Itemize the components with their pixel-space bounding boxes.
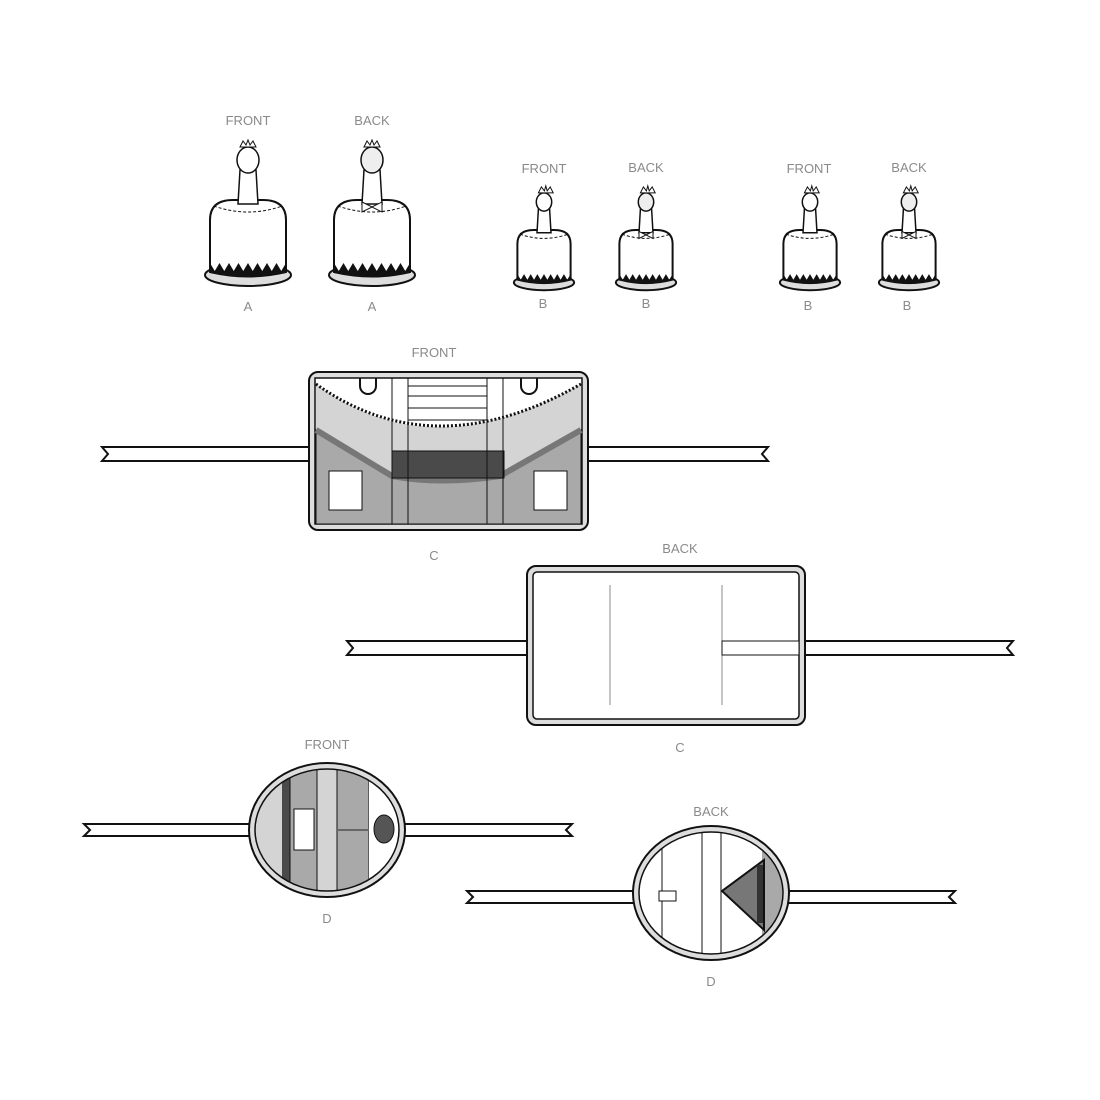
window-right [533,470,568,511]
strap [464,890,958,904]
rickrack-hem [882,274,936,284]
doll-torso [237,169,259,205]
doll-b1-front [512,184,576,292]
loops [359,378,538,395]
case-interior [639,832,783,954]
doll-torso [536,208,552,234]
doll-a-back [328,138,416,287]
label-b1-front: FRONT [522,161,567,176]
letter-c-back: C [675,740,684,755]
letter-b2-back: B [903,298,912,313]
doll-b1-back [614,184,678,292]
label-a-front: FRONT [226,113,271,128]
label-b2-back: BACK [891,160,927,175]
doll-bow [901,230,917,240]
doll-hair-back [900,192,918,212]
rickrack-trim [315,382,582,428]
label-a-back: BACK [354,113,390,128]
label-b1-back: BACK [628,160,664,175]
rickrack-hem [517,274,571,284]
doll-bow [638,230,654,240]
dark-pocket [391,450,505,479]
doll-head [801,192,819,212]
strap-tab [721,640,800,656]
doll-torso [361,169,383,205]
doll-drawings [204,138,941,292]
doll-hair-back [360,146,384,174]
doll-head [236,146,260,174]
doll-crown [239,138,257,148]
doll-a-front [204,138,292,287]
letter-c-front: C [429,548,438,563]
doll-torso [802,208,818,234]
doll-crown [537,184,555,194]
label-c-front: FRONT [412,345,457,360]
doll-crown [363,138,381,148]
button [373,814,395,844]
doll-crown [803,184,821,194]
letter-d-front: D [322,911,331,926]
letter-a-front: A [244,299,253,314]
view-d-back [464,825,958,961]
strap [81,823,575,837]
strap [99,446,771,462]
doll-b2-back [877,184,941,292]
letter-d-back: D [706,974,715,989]
doll-hair-back [637,192,655,212]
window [293,808,315,851]
doll-crown [639,184,657,194]
label-d-front: FRONT [305,737,350,752]
view-d-front [81,762,575,898]
rickrack-hem [210,263,286,277]
view-c-back [344,565,1016,726]
doll-bodice-ruffle [213,205,283,213]
window-left [328,470,363,511]
rickrack-hem [783,274,837,284]
doll-bodice-ruffle [337,205,407,213]
doll-crown [902,184,920,194]
doll-head [535,192,553,212]
view-c-front [99,371,771,531]
label-d-back: BACK [693,804,729,819]
rickrack-hem [619,274,673,284]
label-c-back: BACK [662,541,698,556]
elastic-bands [391,378,504,524]
case-interior [255,769,399,891]
doll-bow [361,201,383,213]
doll-torso [901,208,917,234]
rickrack-hem [334,263,410,277]
doll-b2-front [778,184,842,292]
letter-b1-back: B [642,296,651,311]
strap [344,640,1016,656]
letter-a-back: A [368,299,377,314]
letter-b1-front: B [539,296,548,311]
slider-tab [658,890,677,902]
letter-b2-front: B [804,298,813,313]
doll-torso [638,208,654,234]
label-b2-front: FRONT [787,161,832,176]
